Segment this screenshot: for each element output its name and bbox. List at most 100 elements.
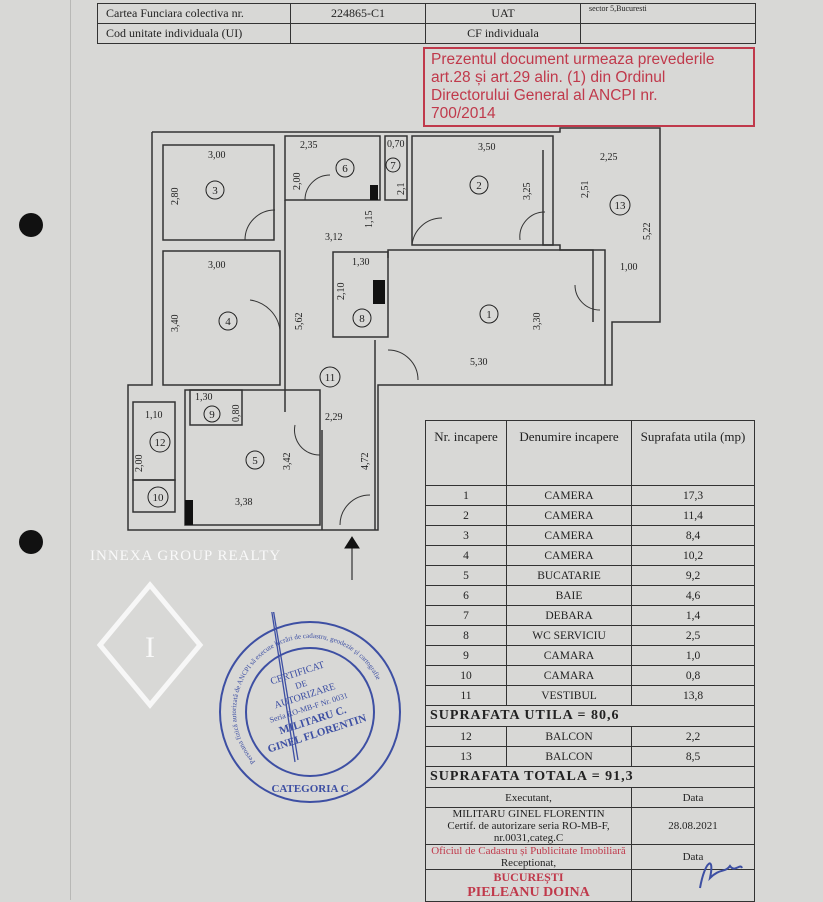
signature-stroke bbox=[271, 612, 299, 763]
date-label: Data bbox=[631, 787, 755, 808]
grand-total: SUPRAFATA TOTALA = 91,3 bbox=[425, 766, 755, 788]
room-name-cell: BUCATARIE bbox=[506, 565, 632, 586]
header-table: Cartea Funciara colectiva nr. 224865-C1 … bbox=[97, 3, 756, 44]
room-area-cell: 8,5 bbox=[631, 746, 755, 767]
fixture bbox=[373, 280, 385, 304]
table-row: Oficiul de Cadastru și Publicitate Imobi… bbox=[425, 844, 755, 870]
cf-individual-value bbox=[580, 23, 756, 44]
office-stamp-city: BUCUREȘTI bbox=[493, 870, 564, 884]
dim-label: 0,80 bbox=[231, 405, 242, 423]
stamp-line: Directorului General al ANCPI nr. bbox=[431, 87, 658, 104]
svg-text:5: 5 bbox=[252, 455, 258, 467]
room-nr-cell: 12 bbox=[425, 726, 507, 747]
useful-area-total-row: SUPRAFATA UTILA = 80,6 bbox=[425, 705, 755, 727]
dim-label: 3,12 bbox=[325, 232, 343, 243]
room-marker-7: 7 bbox=[385, 157, 401, 173]
stamp-line: 700/2014 bbox=[431, 105, 496, 122]
dim-label: 3,00 bbox=[208, 150, 226, 161]
table-row: Cod unitate individuala (UI) CF individu… bbox=[97, 23, 756, 44]
room-nr-cell: 5 bbox=[425, 565, 507, 586]
dim-label: 3,42 bbox=[282, 453, 293, 471]
room-name-cell: CAMARA bbox=[506, 645, 632, 666]
dim-label: 2,25 bbox=[600, 152, 618, 163]
dimension-labels: 3,00 2,80 2,35 2,00 0,70 2,1 3,50 3,25 2… bbox=[134, 139, 653, 508]
svg-text:12: 12 bbox=[155, 437, 166, 449]
dim-label: 2,80 bbox=[170, 188, 181, 206]
room-area-cell: 2,2 bbox=[631, 726, 755, 747]
grand-total-row: SUPRAFATA TOTALA = 91,3 bbox=[425, 766, 755, 788]
dim-label: 2,00 bbox=[134, 455, 145, 473]
dim-label: 1,10 bbox=[145, 410, 163, 421]
svg-text:11: 11 bbox=[325, 372, 336, 384]
red-legal-stamp: Prezentul document urmeaza prevederile a… bbox=[423, 47, 755, 127]
room-area-cell: 4,6 bbox=[631, 585, 755, 606]
watermark-text: INNEXA GROUP REALTY bbox=[90, 548, 282, 564]
executant-date: 28.08.2021 bbox=[631, 807, 755, 845]
dim-label: 2,1 bbox=[396, 183, 407, 196]
room-nr-cell: 8 bbox=[425, 625, 507, 646]
room-marker-13: 13 bbox=[609, 194, 631, 216]
room-name-cell: BAIE bbox=[506, 585, 632, 606]
doors bbox=[244, 174, 601, 526]
room-nr-cell: 3 bbox=[425, 525, 507, 546]
margin-line bbox=[70, 0, 71, 900]
room-area-cell: 13,8 bbox=[631, 685, 755, 706]
room-nr-cell: 4 bbox=[425, 545, 507, 566]
room-area-cell: 2,5 bbox=[631, 625, 755, 646]
room-nr-cell: 2 bbox=[425, 505, 507, 526]
ui-label: Cod unitate individuala (UI) bbox=[97, 23, 291, 44]
dim-label: 3,25 bbox=[522, 183, 533, 201]
room-area-cell: 17,3 bbox=[631, 485, 755, 506]
executant-certificate: Certif. de autorizare seria RO-MB-F, nr.… bbox=[447, 820, 610, 844]
room-marker-5: 5 bbox=[245, 450, 265, 470]
dim-label: 2,00 bbox=[292, 173, 303, 191]
column-header: Nr. incapere bbox=[425, 420, 507, 486]
room-name-cell: VESTIBUL bbox=[506, 685, 632, 706]
room-marker-12: 12 bbox=[149, 431, 171, 453]
room-table: Nr. incapere Denumire incapere Suprafata… bbox=[425, 420, 755, 902]
dim-label: 5,62 bbox=[294, 313, 305, 331]
dim-label: 1,30 bbox=[352, 257, 370, 268]
room-marker-10: 10 bbox=[147, 486, 169, 508]
room-numbers: 1 2 3 4 5 6 7 8 9 10 11 12 13 bbox=[147, 157, 631, 508]
stamp-line: DE bbox=[294, 678, 309, 691]
table-row: Executant, Data bbox=[425, 787, 755, 808]
room-name-cell: BALCON bbox=[506, 726, 632, 747]
room-marker-11: 11 bbox=[319, 366, 341, 388]
svg-text:1: 1 bbox=[486, 309, 492, 321]
svg-text:2: 2 bbox=[476, 180, 482, 192]
room-area-cell: 10,2 bbox=[631, 545, 755, 566]
dim-label: 3,50 bbox=[478, 142, 496, 153]
svg-text:10: 10 bbox=[153, 492, 165, 504]
dim-label: 5,30 bbox=[470, 357, 488, 368]
dim-label: 1,15 bbox=[364, 211, 375, 229]
entrance-arrow-icon bbox=[344, 536, 360, 580]
svg-text:8: 8 bbox=[359, 313, 365, 325]
useful-area-total: SUPRAFATA UTILA = 80,6 bbox=[425, 705, 755, 727]
room-marker-1: 1 bbox=[479, 304, 499, 324]
table-header-row: Nr. incapere Denumire incapere Suprafata… bbox=[425, 420, 755, 486]
room-name-cell: CAMERA bbox=[506, 545, 632, 566]
room-area-cell: 8,4 bbox=[631, 525, 755, 546]
svg-text:6: 6 bbox=[342, 163, 348, 175]
room-name-cell: CAMERA bbox=[506, 505, 632, 526]
cf-label: Cartea Funciara colectiva nr. bbox=[97, 3, 291, 24]
fixture bbox=[185, 500, 193, 525]
room-name-cell: WC SERVICIU bbox=[506, 625, 632, 646]
room-marker-9: 9 bbox=[203, 405, 221, 423]
svg-text:13: 13 bbox=[615, 200, 627, 212]
room-area-cell: 1,0 bbox=[631, 645, 755, 666]
table-row: Cartea Funciara colectiva nr. 224865-C1 … bbox=[97, 3, 756, 24]
dim-label: 1,00 bbox=[620, 262, 638, 273]
